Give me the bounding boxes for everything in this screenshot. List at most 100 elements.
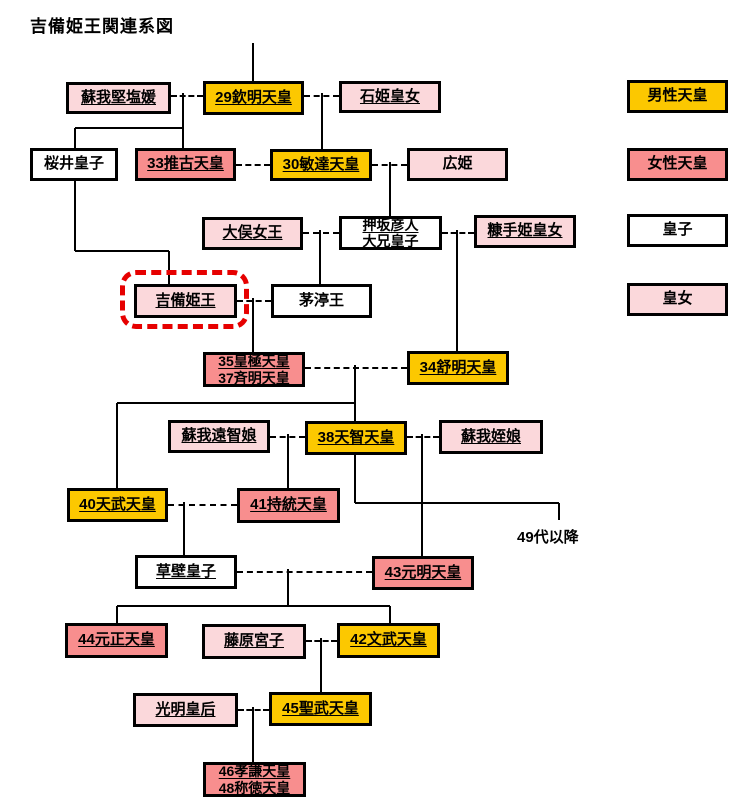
descent-line <box>389 606 391 623</box>
descent-line <box>252 43 254 81</box>
node-soga-ochi-no-iratsume[interactable]: 蘇我遠智娘 <box>168 420 270 453</box>
node-soga-mei-no-iratsume[interactable]: 蘇我姪娘 <box>439 420 543 454</box>
descent-line <box>117 605 390 607</box>
node-label: 37斉明天皇 <box>218 369 290 386</box>
descent-line <box>116 403 118 488</box>
marriage-line <box>305 367 407 369</box>
node-label: 蘇我姪娘 <box>460 427 521 445</box>
marriage-line <box>168 504 237 506</box>
node-label: 35皇極天皇 <box>218 353 290 370</box>
node-oomata[interactable]: 大俣女王 <box>202 217 303 250</box>
descent-line <box>75 250 169 252</box>
descent-line <box>354 365 356 421</box>
descent-line <box>252 298 254 352</box>
descent-line <box>355 502 559 504</box>
node-label: 藤原宮子 <box>223 632 284 650</box>
node-soga-kitashihime[interactable]: 蘇我堅塩媛 <box>66 82 171 114</box>
node-hirohime: 広姫 <box>407 148 508 181</box>
node-oshisaka-hikohito[interactable]: 押坂彦人大兄皇子 <box>339 216 442 250</box>
descent-line <box>117 402 355 404</box>
descent-line <box>321 93 323 150</box>
descent-line <box>252 707 254 762</box>
legend-female-emperor: 女性天皇 <box>627 148 728 181</box>
node-ishihime[interactable]: 石姫皇女 <box>339 81 441 113</box>
descent-line <box>319 230 321 284</box>
descent-line <box>74 181 76 251</box>
descent-line <box>74 128 76 148</box>
node-label: 光明皇后 <box>155 700 216 718</box>
legend-princess: 皇女 <box>627 283 728 316</box>
node-emperor-42-monmu[interactable]: 42文武天皇 <box>337 623 440 658</box>
descent-line <box>320 638 322 692</box>
node-label: 草壁皇子 <box>155 562 216 580</box>
node-chinu: 茅渟王 <box>271 284 372 318</box>
node-kibihime[interactable]: 吉備姫王 <box>134 284 237 318</box>
marriage-line <box>407 436 439 438</box>
descent-line <box>456 230 458 351</box>
marriage-line <box>303 232 339 234</box>
node-emperor-41-jito[interactable]: 41持統天皇 <box>237 488 340 523</box>
node-emperor-34-jomei[interactable]: 34舒明天皇 <box>407 351 509 385</box>
node-label: 押坂彦人 <box>362 216 419 233</box>
node-label: 大兄皇子 <box>362 233 419 249</box>
node-emperor-44-gensho[interactable]: 44元正天皇 <box>65 623 168 658</box>
descent-line <box>168 251 170 284</box>
node-label: 46孝謙天皇 <box>218 763 291 780</box>
node-label: 48称徳天皇 <box>218 779 291 796</box>
node-nukatehime[interactable]: 糠手姫皇女 <box>474 215 576 248</box>
marriage-line <box>442 232 474 234</box>
node-emperor-40-tenmu[interactable]: 40天武天皇 <box>67 488 168 522</box>
node-komyo-empress[interactable]: 光明皇后 <box>133 693 238 727</box>
node-label: 石姫皇女 <box>359 87 420 105</box>
descent-line <box>183 502 185 555</box>
node-emperor-29-kinmei[interactable]: 29欽明天皇 <box>203 81 304 115</box>
generation-49-onward-label: 49代以降 <box>517 529 579 546</box>
node-label: 43元明天皇 <box>384 563 462 581</box>
descent-line <box>287 569 289 606</box>
legend-label: 女性天皇 <box>647 155 708 173</box>
marriage-line <box>236 164 270 166</box>
kibihime-highlight-frame <box>120 270 249 329</box>
node-label: 糠手姫皇女 <box>487 222 563 240</box>
node-emperor-33-suiko[interactable]: 33推古天皇 <box>135 148 236 181</box>
node-fujiwara-miyako[interactable]: 藤原宮子 <box>202 624 306 659</box>
node-label: 44元正天皇 <box>78 631 155 649</box>
node-emperor-43-genmei[interactable]: 43元明天皇 <box>372 556 474 590</box>
descent-line <box>116 606 118 623</box>
marriage-line <box>237 571 372 573</box>
descent-line <box>558 503 560 520</box>
marriage-line <box>238 709 269 711</box>
legend-label: 男性天皇 <box>647 87 708 105</box>
node-kusakabe[interactable]: 草壁皇子 <box>135 555 237 589</box>
marriage-line <box>306 640 337 642</box>
node-label: 33推古天皇 <box>147 155 224 173</box>
marriage-line <box>171 95 203 97</box>
node-label: 41持統天皇 <box>250 496 327 514</box>
node-label: 38天智天皇 <box>317 428 395 446</box>
node-label: 吉備姫王 <box>155 291 216 309</box>
descent-line <box>287 434 289 488</box>
node-label: 34舒明天皇 <box>419 358 497 376</box>
marriage-line <box>237 300 271 302</box>
node-label: 30敏達天皇 <box>282 155 360 173</box>
node-label: 蘇我堅塩媛 <box>80 88 156 106</box>
node-label: 桜井皇子 <box>43 155 104 173</box>
node-emperor-45-shomu[interactable]: 45聖武天皇 <box>269 692 372 726</box>
marriage-line <box>270 436 305 438</box>
node-label: 広姫 <box>442 155 473 173</box>
node-sakurai: 桜井皇子 <box>30 148 118 181</box>
legend-prince: 皇子 <box>627 214 728 247</box>
legend-label: 皇子 <box>662 221 693 239</box>
node-emperor-38-tenji[interactable]: 38天智天皇 <box>305 421 407 455</box>
marriage-line <box>304 95 339 97</box>
node-emperor-30-bidatsu[interactable]: 30敏達天皇 <box>270 149 372 181</box>
descent-line <box>75 127 183 129</box>
descent-line <box>182 93 184 148</box>
node-label: 45聖武天皇 <box>282 699 359 717</box>
page-title: 吉備姫王関連系図 <box>30 17 174 36</box>
descent-line <box>389 162 391 216</box>
marriage-line <box>372 164 407 166</box>
